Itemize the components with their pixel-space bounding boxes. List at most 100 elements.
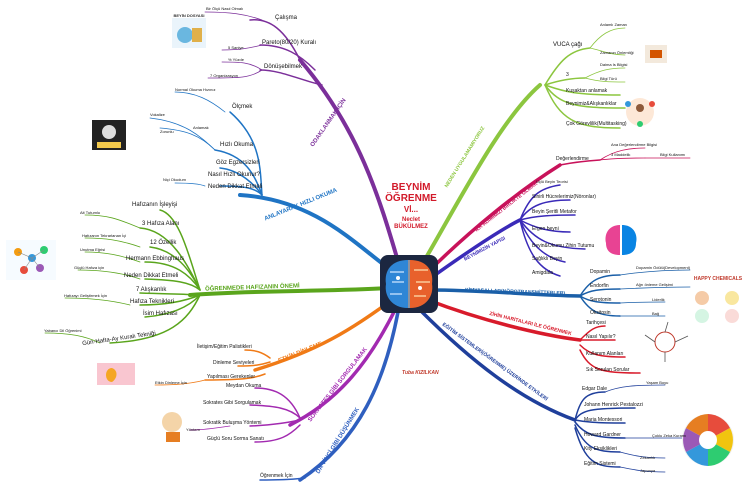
top-left-picture-caption: BEYİN DOSYASI (174, 13, 205, 18)
node-neden-dikkat-okuma[interactable]: Neden Dikkat Etmeli (208, 184, 263, 190)
node-zamanin[interactable]: Zamanın Önlemliği (600, 50, 634, 55)
node-kullanim[interactable]: Kullanım Alanları (586, 351, 624, 357)
node-meydan-okuma[interactable]: Meydan Okuma (226, 383, 262, 389)
node-zorunlu[interactable]: Zorunlu (160, 129, 174, 134)
node-bir-olcu[interactable]: Bir Ölçü Nasıl Olmalı (206, 6, 244, 11)
author-name: Tuba KIZILKAN (402, 370, 439, 376)
node-endorfin[interactable]: Endorfin (590, 283, 609, 289)
node-kusaktan[interactable]: Kuşaktan anlamak (566, 88, 608, 94)
node-hafiza-isleyisi[interactable]: Hafızanın İşleyişi (132, 202, 178, 208)
node-anlamli-zaman[interactable]: Anlamlı Zaman (600, 22, 627, 27)
node-yasam-boyu[interactable]: Yaşam Boyu (646, 380, 669, 385)
node-bilgi-kullanimi[interactable]: Bilgi Kullanımı (660, 152, 686, 157)
node-ergen-beyni[interactable]: Ergen beyni (532, 226, 559, 232)
node-ait-tutumlu[interactable]: Ait Tutumlu (80, 210, 101, 215)
node-agri-onleme[interactable]: Ağrı önleme Gelişimi (636, 282, 673, 287)
node-ogrenmek-icin[interactable]: Öğrenmek İçin (260, 473, 293, 479)
node-sinirli-hucre[interactable]: Sinirli Hücrelerimiz(Nöronlar) (532, 194, 596, 200)
learning-wheel-picture (682, 414, 734, 466)
center-title-line-1: BEYNİM (391, 182, 431, 193)
node-dinleme-seviyeleri[interactable]: Dinleme Seviyeleri (213, 360, 255, 366)
node-iletisim[interactable]: İletişim/Eğitim Palistikleri (197, 344, 252, 350)
node-goz-egzersizleri[interactable]: Göz Egzersizleri (216, 160, 260, 166)
node-olcmek[interactable]: Ölçmek (232, 104, 253, 110)
node-7-organizasyon[interactable]: 7 Organizasyon (210, 73, 239, 78)
branch-line-egitim (418, 308, 577, 422)
happy-chemicals-caption: HAPPY CHEMICALS (694, 276, 743, 282)
node-zekanlik[interactable]: Zekanlık (640, 455, 656, 460)
node-sokratik[interactable]: Sokratik Buluşma Yöntemi (203, 420, 262, 426)
node-yapilmasi[interactable]: Yapılması Gerekenler (207, 374, 255, 380)
node-guclu-soru[interactable]: Güçlü Soru Sorma Sanatı (207, 436, 264, 442)
top-left-picture: BEYİN DOSYASI (172, 13, 206, 48)
node-pareto[interactable]: Pareto(80/20) Kuralı (262, 40, 317, 46)
node-tarihcesi[interactable]: Tarihçesi (586, 320, 606, 326)
node-uclu-beyin[interactable]: Üçlü Beyin Teorisi (536, 179, 568, 184)
node-amigdala[interactable]: Amigdala (532, 270, 553, 276)
node-vuca[interactable]: VUCA çağı (553, 42, 583, 48)
node-12-ozellik[interactable]: 12 Özellik (150, 240, 177, 246)
node-dopamin-odulu[interactable]: Dopamin Ödülü(Development) (636, 265, 691, 270)
node-edgar-dale[interactable]: Edgar Dale (582, 386, 608, 392)
node-beyin-seritli[interactable]: Beyin Şeritli Metafor (532, 209, 577, 215)
node-gardner[interactable]: Howard Gardner (584, 432, 621, 438)
node-tekrarlanan[interactable]: Hafızanın Tekrarlanan İçi (82, 233, 127, 238)
branch-line-zihin (426, 298, 582, 342)
node-beynimiz[interactable]: Beynimiz&Alışkanlıklar (566, 101, 617, 107)
node-bilgi-turu[interactable]: Bilgi Türü (600, 76, 617, 81)
node-multitasking[interactable]: Çok Görevlilik(Multitasking) (566, 121, 627, 127)
node-yuzde[interactable]: % Yüzde (228, 57, 244, 62)
node-normal-okuma[interactable]: Normal Okuma Hızınız (175, 87, 216, 92)
node-calisma[interactable]: Çalışma (275, 15, 298, 21)
node-yabanci-dil[interactable]: Yabancı Dil Öğrenimi (44, 328, 82, 333)
node-donusebilmek[interactable]: Dönüşebilmek (264, 64, 303, 70)
node-neden-dikkat-hafiza[interactable]: Neden Dikkat Etmeli (124, 273, 179, 279)
node-dopamin[interactable]: Dopamin (590, 269, 611, 275)
node-montessori[interactable]: Maria Montessori (584, 417, 623, 423)
node-pestalozzi[interactable]: Johann Henrick Pestalozzi (584, 402, 643, 408)
node-kity[interactable]: Kity Eksiklikleri (584, 446, 618, 452)
node-yontem[interactable]: Yöntem (186, 427, 200, 432)
node-5-saniye[interactable]: 5 Saniye (228, 45, 244, 50)
node-coklu-zeka[interactable]: Çoklu Zeka Kuramı (652, 433, 687, 438)
node-saglikli-beyin[interactable]: Sağlıklı Beyin (532, 256, 563, 262)
ear-picture (97, 363, 135, 385)
node-degerlendirme[interactable]: Değerlendirme (556, 156, 589, 162)
node-sokrates-gibi[interactable]: Sokrates Gibi Sorgulamak (203, 400, 262, 406)
node-3-hafiza[interactable]: 3 Hafıza Alanı (142, 221, 180, 227)
node-etkin-icin[interactable]: Etkin Dinleme İçin (155, 380, 188, 385)
node-liderlik[interactable]: Liderlik (652, 297, 665, 302)
node-guclu-hafiza[interactable]: Güçlü Hafıza için (74, 265, 105, 270)
branch-line-anlayarak (238, 193, 400, 277)
node-isim-hafizasi[interactable]: İsim Hafızası (143, 311, 178, 317)
node-oksitosin[interactable]: Oksitosin (590, 310, 611, 316)
node-hafiza-teknikleri[interactable]: Hafıza Teknikleri (130, 299, 174, 305)
node-okumu-zihin[interactable]: Beyin&Okumu Zihin Tutumu (532, 243, 595, 249)
node-3-maddelik[interactable]: 3 Maddelik (611, 152, 631, 157)
node-daima[interactable]: Daima Is Bilgisi (600, 62, 628, 67)
node-hermann[interactable]: Hermann Ebbinghaus (126, 256, 185, 262)
node-nasil-yapilir[interactable]: Nasıl Yapılır? (586, 334, 616, 340)
multitask-picture (625, 98, 655, 127)
branch-line-davinci (298, 310, 400, 482)
branch-line-sokrates (288, 308, 397, 427)
node-ana-degerlendirme[interactable]: Ana Değerlendirme Bilgisi (611, 142, 658, 147)
reading-picture (92, 120, 126, 150)
node-nici-okudum[interactable]: Niçi Okudum (163, 177, 186, 182)
node-anlamak[interactable]: Anlamak (193, 125, 209, 130)
node-vokalize[interactable]: Vokalize (150, 112, 165, 117)
node-hizli-okuma[interactable]: Hızlı Okuma (220, 142, 254, 148)
node-gelistirmek[interactable]: Hafızayı Geliştirmek İçin (64, 293, 108, 298)
node-sik-sorulan[interactable]: Sık Sorulan Sorular (586, 367, 630, 373)
node-nasil-hizli[interactable]: Nasıl Hızlı Okunur? (208, 172, 261, 178)
node-serotonin[interactable]: Serotonin (590, 297, 612, 303)
node-3[interactable]: 3 (566, 72, 569, 78)
node-bag[interactable]: Bağ (652, 311, 660, 316)
node-7-aliskanlik[interactable]: 7 Alışkanlık (136, 287, 167, 293)
happy-chemicals-picture: HAPPY CHEMICALS (694, 276, 743, 323)
node-unutma-egrisi[interactable]: Unutma Eğrisi (80, 247, 106, 252)
node-japonya[interactable]: Japonya (640, 468, 656, 473)
node-egitim-sistemi[interactable]: Eğitim Sistemi (584, 461, 616, 467)
branch-line-neden (418, 83, 542, 270)
mindmap-picture (644, 321, 689, 362)
